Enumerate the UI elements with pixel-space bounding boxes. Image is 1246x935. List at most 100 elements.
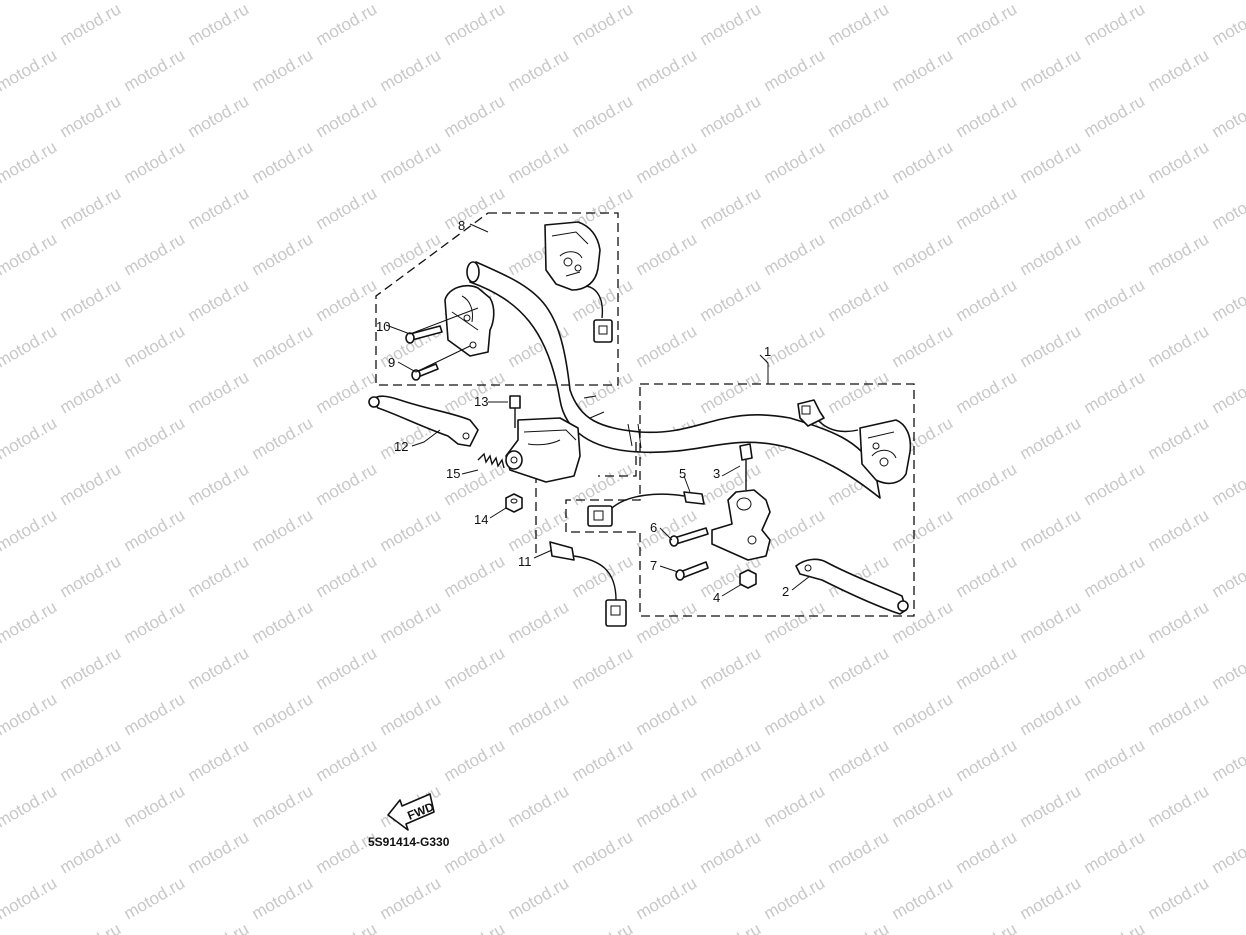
watermark-text: motod.ru bbox=[889, 0, 957, 3]
screw-9 bbox=[411, 363, 439, 381]
watermark-text: motod.ru bbox=[569, 459, 637, 509]
watermark-text: motod.ru bbox=[761, 873, 829, 923]
watermark-text: motod.ru bbox=[185, 551, 253, 601]
watermark-text: motod.ru bbox=[1209, 183, 1246, 233]
watermark-text: motod.ru bbox=[1145, 137, 1213, 187]
watermark-text: motod.ru bbox=[1017, 0, 1085, 3]
watermark-text: motod.ru bbox=[1081, 275, 1149, 325]
watermark-text: motod.ru bbox=[1145, 597, 1213, 647]
watermark-text: motod.ru bbox=[57, 367, 125, 417]
watermark-text: motod.ru bbox=[185, 183, 253, 233]
watermark-text: motod.ru bbox=[441, 827, 509, 877]
watermark-text: motod.ru bbox=[441, 0, 509, 49]
watermark-text: motod.ru bbox=[185, 367, 253, 417]
watermark-text: motod.ru bbox=[825, 827, 893, 877]
watermark-text: motod.ru bbox=[1081, 919, 1149, 935]
watermark-text: motod.ru bbox=[761, 0, 829, 3]
watermark-text: motod.ru bbox=[249, 689, 317, 739]
watermark-text: motod.ru bbox=[633, 873, 701, 923]
watermark-text: motod.ru bbox=[0, 45, 60, 95]
watermark-text: motod.ru bbox=[1081, 459, 1149, 509]
watermark-text: motod.ru bbox=[505, 0, 573, 3]
callout-14: 14 bbox=[474, 512, 488, 527]
master-cylinder bbox=[505, 417, 581, 483]
watermark-text: motod.ru bbox=[1081, 643, 1149, 693]
watermark-text: motod.ru bbox=[121, 597, 189, 647]
watermark-text: motod.ru bbox=[633, 229, 701, 279]
watermark-text: motod.ru bbox=[569, 643, 637, 693]
watermark-text: motod.ru bbox=[889, 45, 957, 95]
watermark-text: motod.ru bbox=[633, 689, 701, 739]
watermark-text: motod.ru bbox=[889, 229, 957, 279]
watermark-text: motod.ru bbox=[1081, 827, 1149, 877]
watermark-text: motod.ru bbox=[569, 551, 637, 601]
watermark-text: motod.ru bbox=[377, 0, 445, 3]
watermark-text: motod.ru bbox=[825, 367, 893, 417]
watermark-text: motod.ru bbox=[633, 505, 701, 555]
watermark-text: motod.ru bbox=[953, 919, 1021, 935]
left-handlebar-switch bbox=[444, 221, 613, 357]
lever-holder bbox=[711, 489, 771, 561]
watermark-text: motod.ru bbox=[1145, 505, 1213, 555]
watermark-text: motod.ru bbox=[1209, 735, 1246, 785]
callout-3: 3 bbox=[713, 466, 720, 481]
watermark-text: motod.ru bbox=[889, 137, 957, 187]
watermark-text: motod.ru bbox=[697, 827, 765, 877]
watermark-text: motod.ru bbox=[0, 873, 60, 923]
watermark-text: motod.ru bbox=[121, 137, 189, 187]
watermark-text: motod.ru bbox=[761, 597, 829, 647]
watermark-text: motod.ru bbox=[633, 321, 701, 371]
watermark-text: motod.ru bbox=[377, 45, 445, 95]
leader-lines bbox=[385, 223, 811, 597]
watermark-text: motod.ru bbox=[953, 367, 1021, 417]
callout-1: 1 bbox=[764, 344, 771, 359]
watermark-text: motod.ru bbox=[1209, 551, 1246, 601]
callout-9: 9 bbox=[388, 355, 395, 370]
brake-switch-11 bbox=[549, 541, 627, 627]
watermark-text: motod.ru bbox=[569, 919, 637, 935]
watermark-text: motod.ru bbox=[377, 229, 445, 279]
group-box-1 bbox=[565, 383, 915, 617]
watermark-text: motod.ru bbox=[825, 919, 893, 935]
callout-8: 8 bbox=[458, 218, 465, 233]
watermark-text: motod.ru bbox=[1209, 459, 1246, 509]
bolt-3 bbox=[739, 443, 753, 490]
watermark-text: motod.ru bbox=[249, 505, 317, 555]
watermark-text: motod.ru bbox=[825, 275, 893, 325]
group-box-8 bbox=[375, 212, 619, 386]
watermark-text: motod.ru bbox=[249, 45, 317, 95]
watermark-text: motod.ru bbox=[697, 919, 765, 935]
watermark-text: motod.ru bbox=[0, 413, 60, 463]
watermark-text: motod.ru bbox=[1017, 781, 1085, 831]
watermark-text: motod.ru bbox=[889, 321, 957, 371]
watermark-text: motod.ru bbox=[121, 505, 189, 555]
figure-code: 5S91414-G330 bbox=[368, 835, 450, 849]
watermark-text: motod.ru bbox=[57, 275, 125, 325]
callout-12: 12 bbox=[394, 439, 408, 454]
watermark-text: motod.ru bbox=[249, 413, 317, 463]
watermark-text: motod.ru bbox=[825, 183, 893, 233]
watermark-text: motod.ru bbox=[0, 505, 60, 555]
watermark-text: motod.ru bbox=[185, 827, 253, 877]
watermark-text: motod.ru bbox=[57, 551, 125, 601]
watermark-text: motod.ru bbox=[1081, 183, 1149, 233]
watermark-text: motod.ru bbox=[1145, 873, 1213, 923]
watermark-text: motod.ru bbox=[57, 735, 125, 785]
watermark-text: motod.ru bbox=[505, 781, 573, 831]
watermark-text: motod.ru bbox=[505, 689, 573, 739]
watermark-text: motod.ru bbox=[953, 551, 1021, 601]
watermark-text: motod.ru bbox=[505, 597, 573, 647]
watermark-text: motod.ru bbox=[57, 643, 125, 693]
screw-7 bbox=[675, 561, 709, 581]
watermark-text: motod.ru bbox=[1017, 321, 1085, 371]
watermark-text: motod.ru bbox=[1145, 45, 1213, 95]
watermark-text: motod.ru bbox=[0, 781, 60, 831]
watermark-text: motod.ru bbox=[0, 0, 60, 3]
watermark-text: motod.ru bbox=[313, 183, 381, 233]
watermark-text: motod.ru bbox=[633, 0, 701, 3]
watermark-text: motod.ru bbox=[569, 827, 637, 877]
watermark-text: motod.ru bbox=[249, 229, 317, 279]
lever-2 bbox=[795, 558, 909, 615]
watermark-text: motod.ru bbox=[57, 183, 125, 233]
